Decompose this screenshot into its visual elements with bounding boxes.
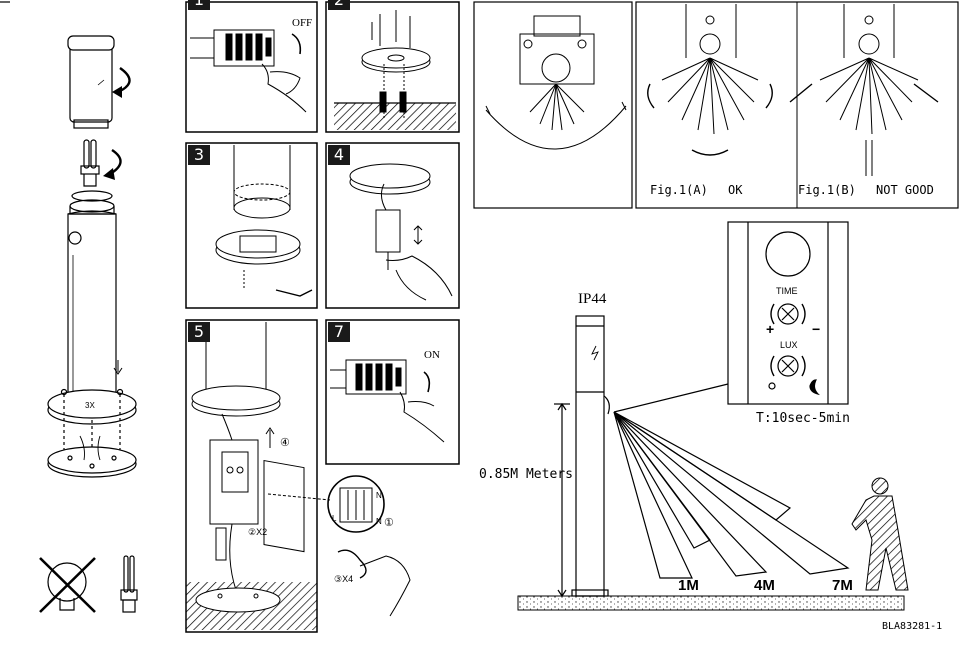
time-label: TIME <box>776 286 798 296</box>
panel-step-2 <box>325 1 460 133</box>
terminal-n-top-label: N <box>376 491 382 500</box>
circled-2x2-label: ②X2 <box>248 527 268 537</box>
step-5-number: 5 <box>188 322 210 342</box>
fig-1a-label: Fig.1(A) <box>650 183 708 197</box>
step-4-number: 4 <box>328 145 350 165</box>
panel-step-7 <box>325 319 460 465</box>
fig-1a-panel <box>635 1 959 209</box>
terminal-n-bottom-label: N <box>376 517 382 526</box>
detection-diagram <box>517 221 909 611</box>
time-range-label: T:10sec-5min <box>756 411 850 426</box>
distance-7m-label: 7M <box>832 577 853 594</box>
distance-4m-label: 4M <box>754 577 775 594</box>
distance-1m-label: 1M <box>678 577 699 594</box>
time-plus-label: + <box>766 321 775 337</box>
terminal-l-label: L <box>332 514 337 523</box>
lux-label: LUX <box>780 340 798 350</box>
step-3-number: 3 <box>188 145 210 165</box>
height-label: 0.85M Meters <box>479 467 573 482</box>
panel-step-3 <box>185 142 318 309</box>
not-good-label: NOT GOOD <box>876 183 934 197</box>
terminal-block-on <box>355 363 402 391</box>
panel-step-5 <box>185 319 411 633</box>
screws-3x-label: 3X <box>85 401 95 410</box>
panel-step-4 <box>325 142 460 309</box>
terminal-block-off <box>225 33 272 61</box>
step-2-number: 2 <box>328 0 350 10</box>
circled-4-label: ④ <box>280 437 290 449</box>
step-7-number: 7 <box>328 322 350 342</box>
step-1-number: 1 <box>188 0 210 10</box>
circled-3x4-label: ③X4 <box>334 574 354 584</box>
on-label: ON <box>424 349 440 361</box>
fig-1b-label: Fig.1(B) <box>798 183 856 197</box>
time-minus-label: − <box>812 321 821 337</box>
ip44-label: IP44 <box>578 291 607 307</box>
walking-person <box>851 477 909 591</box>
circled-1-label: ① <box>384 517 394 529</box>
exploded-lamp <box>0 1 138 613</box>
document-code: BLA83281-1 <box>882 621 943 632</box>
ok-label: OK <box>728 183 743 197</box>
off-label: OFF <box>292 17 313 29</box>
panel-step-1 <box>185 1 318 133</box>
sensor-rotation-panel <box>473 1 633 209</box>
